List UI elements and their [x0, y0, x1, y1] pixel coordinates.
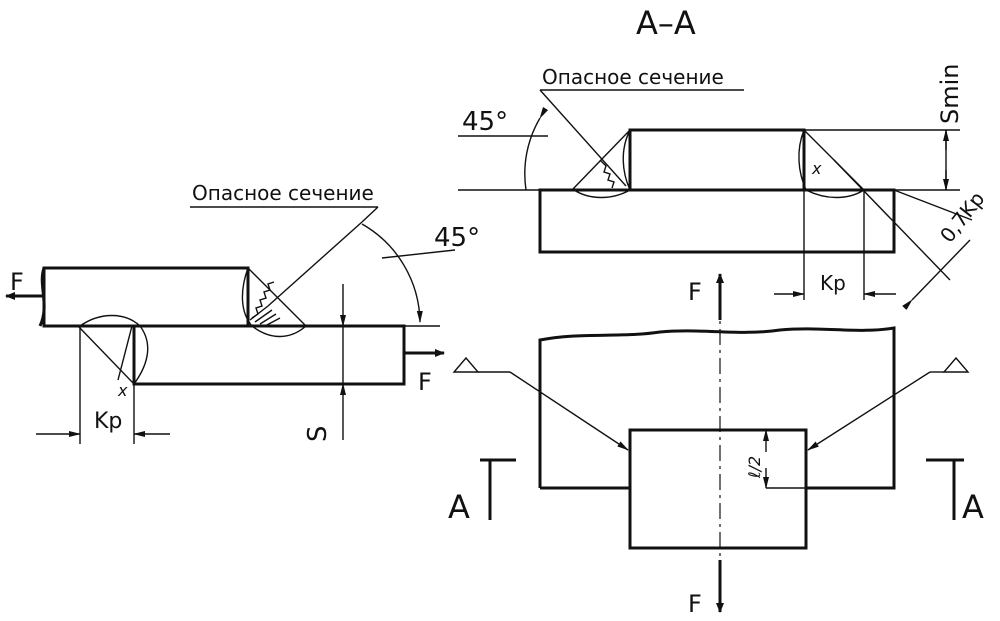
- s-min-label: Smin: [936, 64, 964, 125]
- x-label-left: x: [117, 381, 128, 400]
- upper-plate: [42, 266, 250, 328]
- angle-label-top: 45°: [462, 107, 508, 137]
- section-upper-plate: [628, 128, 806, 192]
- kp-label-top: Kр: [820, 271, 846, 295]
- plan-lower-plate: [628, 428, 808, 550]
- force-label-top: F: [688, 278, 702, 306]
- left-fillet-weld: [77, 314, 149, 385]
- danger-section-label-top: Опасное сечение: [542, 65, 724, 89]
- force-label-bottom: F: [688, 590, 702, 618]
- plan-view: F F ℓ/2 A A: [448, 273, 984, 618]
- kp-label-left: Kр: [94, 409, 122, 434]
- force-label-left-b: F: [418, 368, 432, 396]
- s-label: S: [303, 425, 333, 442]
- section-a-a-view: A–A Smin 0,7Kр Kр x Опасное с: [458, 4, 989, 310]
- force-label-left-a: F: [10, 268, 24, 296]
- x-label-top: x: [811, 159, 822, 178]
- section-mark-right: A: [962, 488, 984, 526]
- plan-upper-plate: [538, 326, 896, 490]
- half-length-label: ℓ/2: [745, 456, 764, 479]
- section-mark-left: A: [448, 488, 470, 526]
- section-title: A–A: [636, 4, 696, 42]
- lower-plate: [132, 324, 406, 386]
- leg-07kp-label: 0,7Kр: [935, 187, 989, 247]
- danger-section-label-left: Опасное сечение: [192, 181, 374, 205]
- lap-joint-view: Опасное сечение 45° F F x Kр S: [5, 181, 480, 444]
- right-fillet-weld: [241, 267, 307, 338]
- section-lower-plate: [538, 188, 896, 254]
- angle-label-left: 45°: [434, 223, 480, 253]
